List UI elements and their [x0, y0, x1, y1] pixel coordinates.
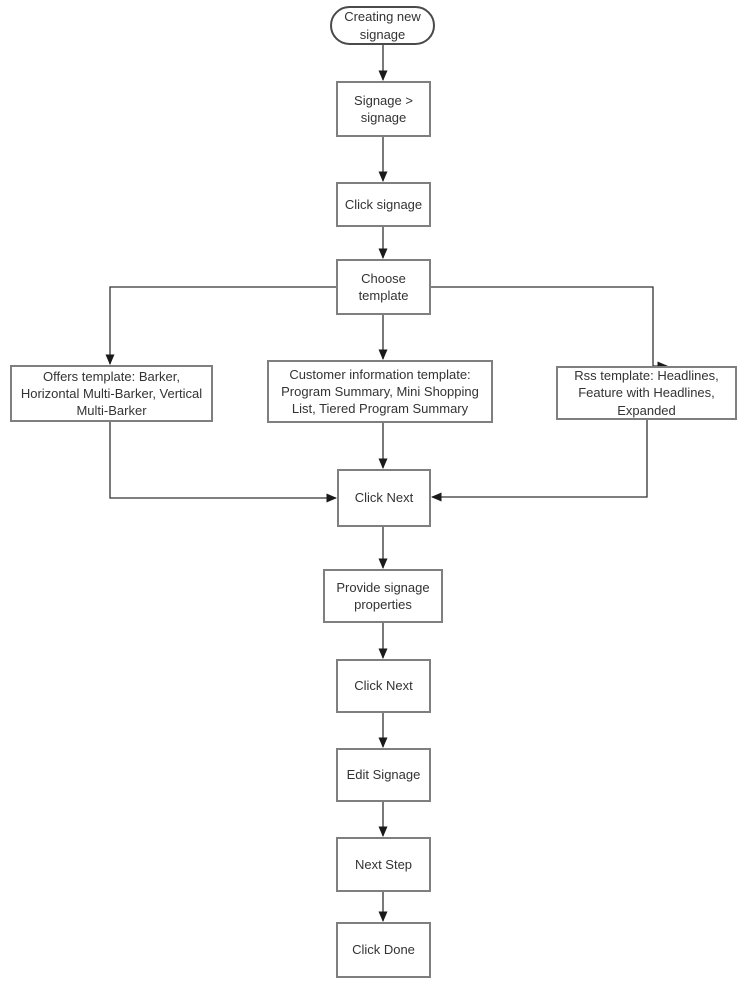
node-edit-signage: Edit Signage [336, 748, 431, 802]
node-provide-properties: Provide signage properties [323, 569, 443, 623]
node-click-done: Click Done [336, 922, 431, 978]
node-label: Click Next [354, 678, 413, 694]
node-click-next-2: Click Next [336, 659, 431, 713]
node-label: Rss template: Headlines, Feature with He… [574, 368, 719, 418]
node-label: Click Next [354, 490, 414, 506]
node-label: Creating new signage [344, 9, 421, 42]
node-label: Click signage [344, 196, 423, 212]
connector-rss-template-to-click-next [431, 420, 648, 502]
node-rss-template: Rss template: Headlines, Feature with He… [556, 366, 737, 420]
node-offers-template: Offers template: Barker, Horizontal Mult… [10, 365, 213, 422]
node-click-next-1: Click Next [337, 469, 431, 527]
node-label: Edit Signage [346, 767, 421, 783]
node-label: Customer information template: Program S… [281, 366, 479, 417]
node-choose-template: Choose template [336, 259, 431, 315]
connector-choose-template-to-offers-template [105, 286, 336, 365]
node-label: Choose template [358, 270, 409, 303]
node-start-terminator: Creating new signage [330, 6, 435, 45]
node-label: Next Step [354, 856, 413, 872]
node-click-signage: Click signage [336, 182, 431, 227]
node-customer-template: Customer information template: Program S… [267, 360, 493, 423]
node-signage-menu: Signage > signage [336, 81, 431, 137]
connector-choose-template-to-rss-template [431, 286, 668, 371]
connector-offers-template-to-click-next [109, 422, 337, 503]
node-label: Click Done [352, 942, 415, 958]
node-label: Signage > signage [354, 92, 413, 125]
node-label: Provide signage properties [336, 579, 430, 612]
node-next-step: Next Step [336, 837, 431, 892]
node-label: Offers template: Barker, Horizontal Mult… [20, 368, 203, 419]
